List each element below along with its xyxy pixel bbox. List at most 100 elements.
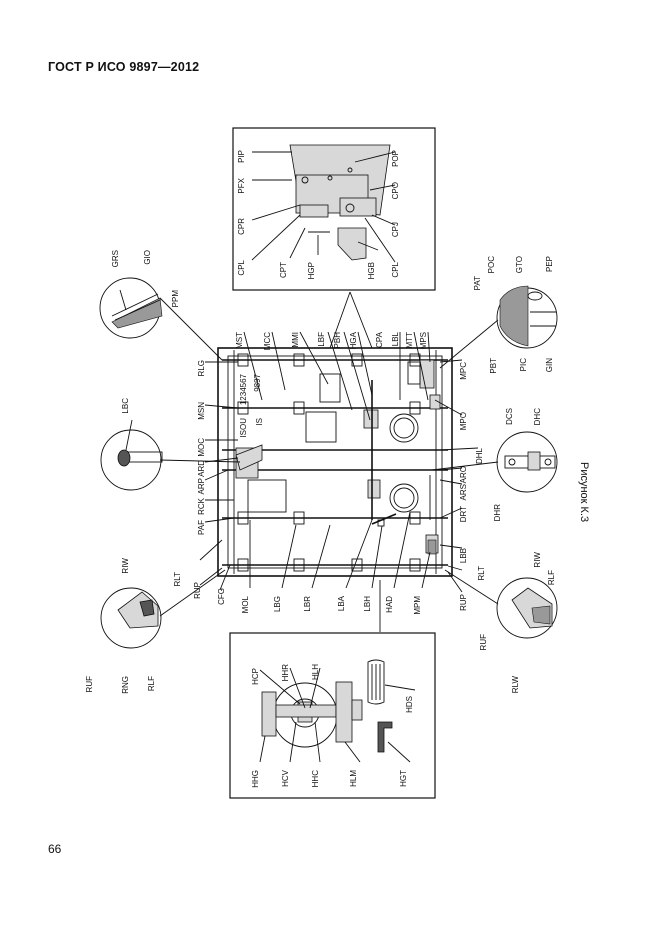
label-bottom-box-2: HLH	[311, 664, 320, 680]
label-right-circle-mid-1: DHC	[533, 408, 542, 426]
label-top-side-3: LBF	[317, 332, 326, 347]
label-right-side-1: MPO	[459, 412, 468, 430]
label-right-circle-bottom-2: RUF	[479, 634, 488, 651]
label-right-circle-bottom-3: RLW	[511, 676, 520, 694]
label-top-side-1: MCC	[263, 332, 272, 350]
label-top-box-9: HGB	[367, 262, 376, 279]
label-bottom-side-4: LBH	[363, 596, 372, 612]
label-bottom-box-1: HHR	[281, 664, 290, 682]
label-plate-text-0: 1234567	[239, 373, 248, 405]
label-right-side-7: RLT	[477, 566, 486, 581]
label-bottom-box-5: HCV	[281, 769, 290, 787]
label-right-side-0: MPC	[459, 362, 468, 380]
label-right-side-5: DRT	[459, 506, 468, 522]
label-left-circle-bottom-0: RIW	[121, 558, 130, 574]
label-right-circle-bottom-0: RIW	[533, 552, 542, 568]
handle-gate-part	[377, 721, 393, 753]
detail-circle-bottom-right	[496, 577, 558, 639]
plate-upper	[319, 373, 341, 403]
label-plate-text-1: 9897	[253, 373, 262, 391]
detail-circle-bottom-left	[100, 587, 162, 649]
label-bottom-box-6: HHC	[311, 770, 320, 788]
label-top-side-8: MTT	[405, 332, 414, 349]
label-right-circle-top-6: GIN	[545, 358, 554, 372]
plate-left	[247, 479, 287, 513]
container-door-main	[217, 347, 453, 577]
top-detail-box	[232, 127, 436, 291]
detail-circle-top-right	[496, 285, 558, 349]
label-left-side-2: MOC	[197, 438, 206, 457]
figure-caption: Рисунок К.3	[578, 462, 590, 523]
detail-circle-mid-right	[496, 431, 558, 493]
label-right-circle-top-4: PBT	[489, 358, 498, 374]
detail-circle-mid-left	[100, 419, 163, 491]
handle-hinge-left	[261, 691, 277, 737]
label-left-side-0: RLG	[197, 360, 206, 376]
label-left-side-4: ARP	[197, 478, 206, 494]
label-left-circle-bottom-1: RUF	[85, 676, 94, 693]
label-top-side-7: LBL	[391, 331, 400, 346]
hinge-bracket	[337, 227, 367, 261]
label-top-box-5: CPJ	[391, 222, 400, 237]
label-right-circle-top-1: POC	[487, 256, 496, 274]
label-right-circle-top-2: GTO	[515, 256, 524, 273]
plate-middle	[305, 411, 337, 443]
label-left-side-6: PAF	[197, 520, 206, 535]
bottom-detail-box	[229, 632, 436, 799]
label-top-box-0: PIP	[237, 150, 246, 163]
handle-boss-upper	[389, 413, 419, 443]
label-left-side-5: RCK	[197, 497, 206, 515]
label-left-side-1: MSN	[197, 402, 206, 420]
label-left-side-3: ARD	[197, 460, 206, 477]
label-top-box-4: CPR	[237, 218, 246, 235]
label-top-side-4: PBH	[333, 332, 342, 349]
label-top-side-9: MPS	[419, 332, 428, 349]
label-top-box-10: CPL	[391, 261, 400, 277]
label-right-side-8: RUP	[459, 594, 468, 611]
label-bottom-box-8: HGT	[399, 770, 408, 787]
label-top-circle-1: GIO	[143, 250, 152, 265]
label-bottom-box-0: HCP	[251, 668, 260, 685]
label-plate-text-3: IS	[255, 418, 264, 426]
label-bottom-side-2: LBR	[303, 596, 312, 612]
label-top-side-5: HGA	[349, 331, 358, 349]
label-bottom-side-5: HAD	[385, 596, 394, 613]
label-left-side-9: CFG	[217, 588, 226, 605]
label-top-side-6: CPA	[375, 331, 384, 348]
label-right-circle-bottom-1: RLF	[547, 570, 556, 585]
label-plate-text-2: ISOU	[239, 418, 248, 438]
label-right-circle-mid-0: DCS	[505, 408, 514, 425]
label-bottom-side-1: LBG	[273, 596, 282, 612]
label-top-box-3: CPO	[391, 182, 400, 199]
label-bottom-side-0: MOL	[241, 595, 250, 613]
label-top-box-1: POP	[391, 150, 400, 167]
handle-lever	[335, 681, 353, 743]
label-bottom-side-3: LBA	[337, 595, 346, 611]
detail-circle-top-left	[99, 277, 163, 339]
label-right-side-3: ARO	[459, 466, 468, 483]
page-number: 66	[48, 842, 62, 856]
label-bottom-box-3: HDS	[405, 696, 414, 713]
label-right-circle-top-0: PAT	[473, 276, 482, 290]
label-left-circle-top-0: LBC	[121, 398, 130, 414]
label-right-circle-mid-2: DHR	[493, 504, 502, 522]
label-top-side-0: MST	[235, 332, 244, 349]
handle-boss-lower	[389, 483, 419, 513]
label-top-circle-0: GRS	[111, 250, 120, 267]
page-header: ГОСТ Р ИСО 9897—2012	[48, 60, 200, 74]
label-left-side-8: RUP	[193, 582, 202, 599]
label-left-circle-bottom-3: RLF	[147, 676, 156, 691]
label-bottom-box-7: HLM	[349, 770, 358, 787]
label-top-box-7: CPT	[279, 262, 288, 278]
label-bottom-side-6: MPM	[413, 596, 422, 615]
label-right-side-4: ARS	[459, 484, 468, 500]
label-bottom-box-4: HHG	[251, 770, 260, 788]
label-top-box-8: HGP	[307, 262, 316, 279]
label-left-side-7: RLT	[173, 572, 182, 587]
label-top-side-2: MMI	[291, 332, 300, 348]
label-top-circle-2: PPM	[171, 290, 180, 308]
label-top-box-6: CPL	[237, 259, 246, 275]
label-right-circle-top-5: PIC	[519, 358, 528, 372]
